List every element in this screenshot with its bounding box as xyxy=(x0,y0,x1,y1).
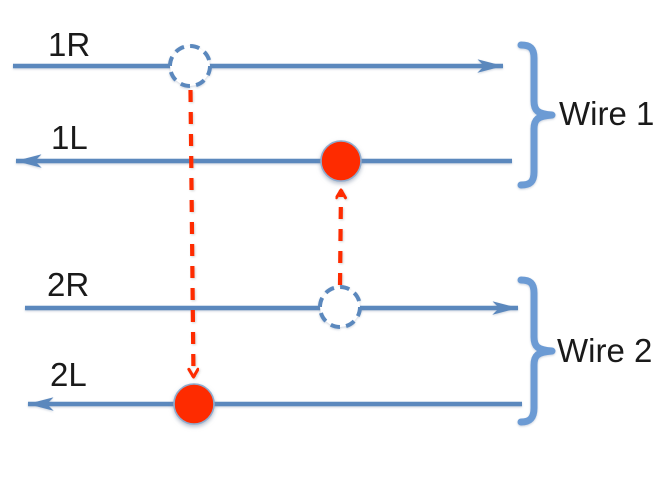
label-line-2l: 2L xyxy=(50,356,87,393)
label-line-1l: 1L xyxy=(51,119,88,156)
label-wire2: Wire 2 xyxy=(557,332,653,369)
transfer-arrow-1r-to-2l xyxy=(191,89,194,377)
label-line-2r: 2R xyxy=(47,266,90,303)
wire1-brace xyxy=(517,41,556,189)
label-line-1r: 1R xyxy=(48,26,91,63)
filled-token-2l xyxy=(173,383,215,425)
transfer-arrow-2r-to-1l xyxy=(340,190,341,286)
label-wire1: Wire 1 xyxy=(559,95,655,132)
empty-token-1r xyxy=(168,44,212,88)
wire2-brace xyxy=(517,276,556,426)
filled-token-1l xyxy=(320,140,362,182)
empty-token-2r xyxy=(318,285,362,329)
